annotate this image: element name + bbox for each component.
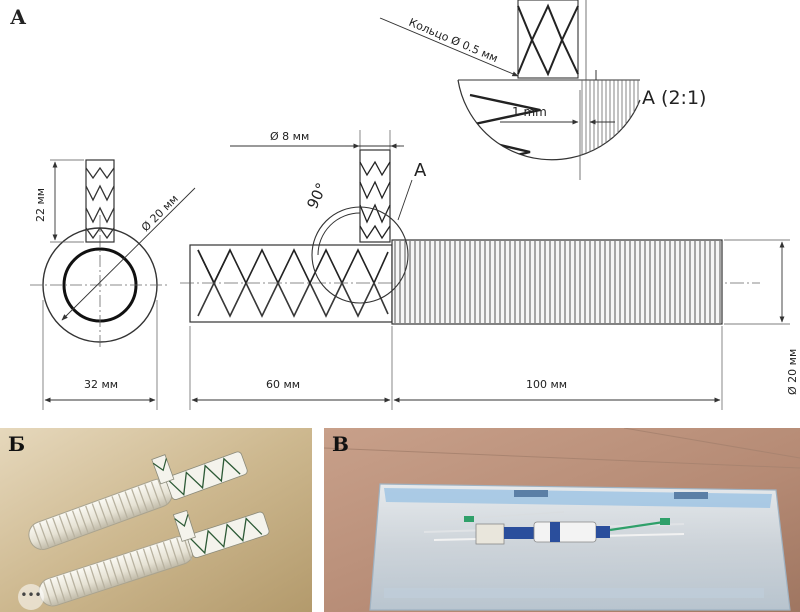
tube-rib: [78, 508, 89, 533]
tube-rib: [150, 481, 161, 507]
tube-rib: [137, 486, 148, 512]
tube-rib: [98, 500, 109, 526]
photo-packaged-device: В: [324, 428, 800, 612]
dim-label-ring: Кольцо Ø 0.5 мм: [407, 16, 500, 65]
detail-view: 1 mm Кольцо Ø 0.5 мм A (2:1): [379, 0, 706, 180]
dim-label-width-32: 32 мм: [84, 378, 118, 391]
tube-rib: [117, 493, 129, 519]
tube-rib: [89, 565, 99, 591]
more-options-button[interactable]: •••: [18, 584, 44, 610]
tube-rib: [129, 552, 139, 578]
tube-rib: [156, 544, 166, 570]
detail-reference-label: A: [414, 160, 427, 181]
tube-rib: [96, 563, 106, 589]
tube-rib: [176, 537, 186, 563]
tube-rib: [45, 520, 56, 545]
dim-label-one-mm: 1 mm: [512, 105, 547, 119]
tube-rib: [49, 578, 59, 604]
tube-rib: [102, 561, 113, 587]
tube-rib: [111, 496, 122, 521]
tube-rib: [136, 550, 146, 576]
dim-label-width-60: 60 мм: [266, 378, 300, 391]
tube-rib: [142, 548, 153, 574]
tube-rib: [122, 555, 133, 581]
panel-letter-a: А: [10, 5, 27, 29]
tube-rib: [109, 559, 119, 585]
tube-rib: [62, 574, 73, 600]
tube-rib: [82, 567, 93, 594]
dim-label-height-22: 22 мм: [34, 188, 47, 222]
tube-rib: [91, 503, 102, 529]
tube-rib: [56, 576, 66, 602]
tube-rib: [85, 505, 96, 531]
tube-rib: [104, 498, 115, 524]
tube-rib: [52, 517, 63, 543]
tube-rib: [58, 515, 69, 541]
tube-rib: [144, 484, 155, 510]
tube-rib: [124, 491, 135, 517]
tube-rib: [71, 510, 83, 536]
dim-label-width-100: 100 мм: [526, 378, 567, 391]
tube-rib: [116, 557, 126, 583]
tube-rib: [42, 580, 53, 607]
tube-rib: [32, 524, 43, 550]
tube-rib: [131, 488, 142, 514]
dim-label-angle: 90°: [303, 180, 331, 212]
tube-rib: [157, 479, 168, 505]
tube-rib: [162, 542, 173, 568]
dim-label-diameter-right: Ø 20 мм: [786, 349, 799, 395]
tube-rib: [149, 546, 159, 572]
dim-label-diameter-8: Ø 8 мм: [270, 130, 309, 143]
corrugated-tube: [391, 239, 723, 325]
dim-label-diameter-circle: Ø 20 мм: [139, 192, 181, 234]
tube-rib: [39, 522, 50, 548]
panel-letter-c: В: [332, 432, 349, 456]
panel-letter-b: Б: [8, 432, 26, 456]
detail-title: A (2:1): [642, 87, 706, 109]
photo-stent-grafts: Б: [0, 428, 312, 612]
tube-rib: [65, 512, 76, 538]
side-view: Ø 20 мм 22 мм 32 мм: [30, 159, 196, 410]
tube-rib: [76, 570, 86, 596]
tube-rib: [69, 572, 79, 598]
tube-rib: [169, 539, 179, 565]
technical-drawing: А Ø 20 мм 22 мм 32 мм: [10, 0, 799, 410]
